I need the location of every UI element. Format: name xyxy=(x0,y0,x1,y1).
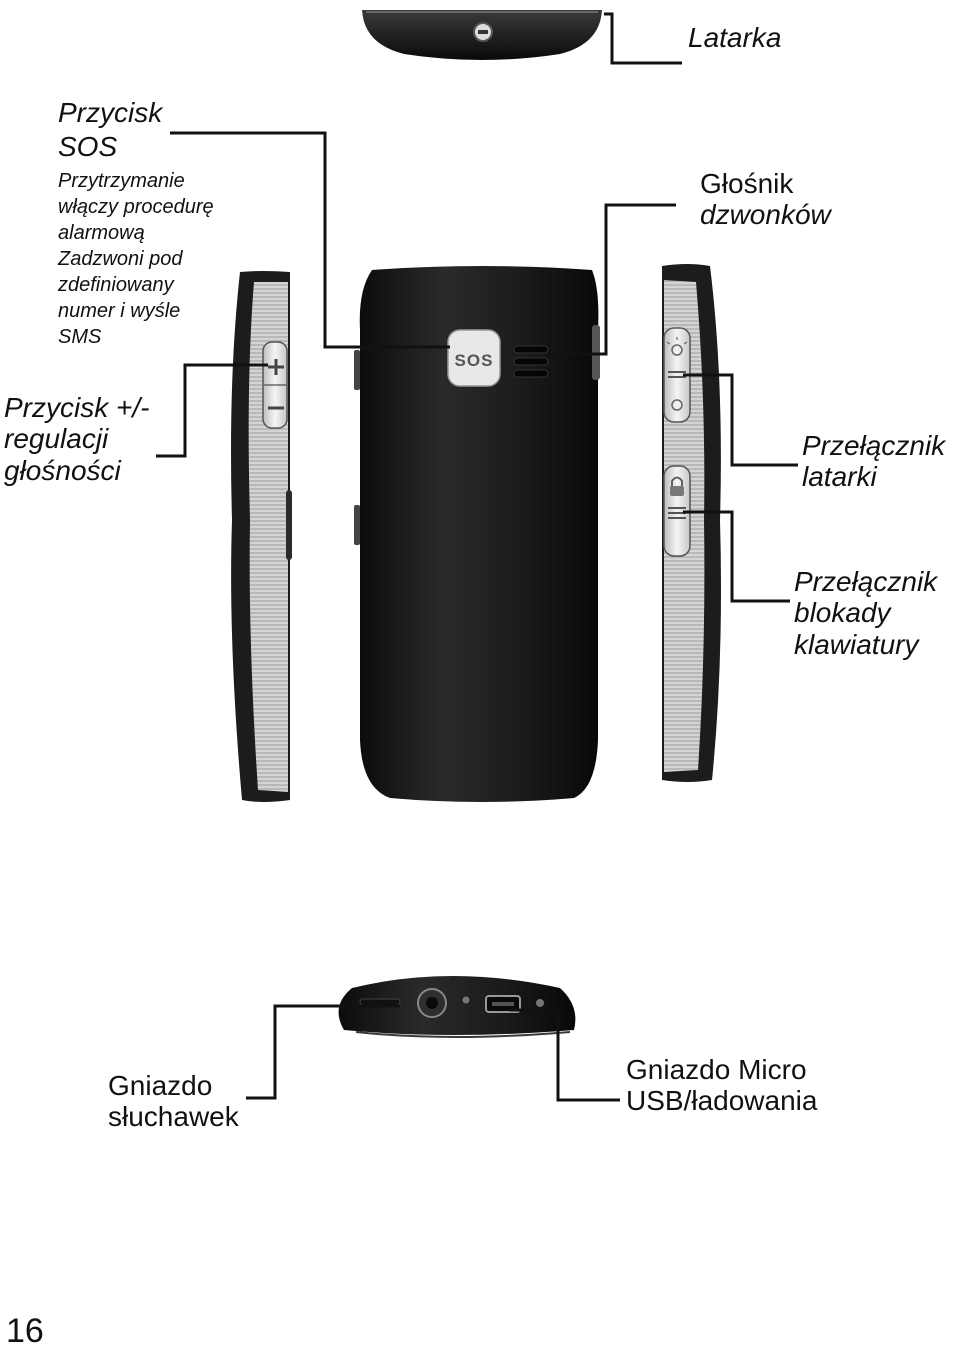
micro-usb-port-icon xyxy=(485,995,521,1013)
flashlight-switch-label: Przełącznik latarki xyxy=(802,430,946,493)
sos-button[interactable]: SOS xyxy=(447,329,501,387)
phone-right-side-view xyxy=(662,264,721,782)
keylock-switch[interactable] xyxy=(663,465,691,557)
phone-top-view xyxy=(362,10,602,60)
keylock-switch-label: Przełącznik blokady klawiatury xyxy=(794,566,938,660)
ringer-speaker-label: Głośnik dzwonków xyxy=(700,168,831,231)
volume-key-label: Przycisk +/- regulacji głośności xyxy=(4,392,150,486)
page-number: 16 xyxy=(6,1312,44,1350)
volume-key[interactable] xyxy=(262,341,288,429)
flashlight-switch[interactable] xyxy=(663,327,691,423)
lock-icon xyxy=(670,476,684,496)
flashlight-label: Latarka xyxy=(688,22,782,53)
headphone-jack-icon xyxy=(417,988,447,1018)
bulb-on-icon xyxy=(666,337,688,356)
bulb-off-icon xyxy=(671,399,683,411)
sos-button-title: Przycisk SOS xyxy=(58,97,163,162)
sos-button-label: SOS xyxy=(455,351,494,370)
sos-button-description: Przytrzymanie włączy procedurę alarmową … xyxy=(58,170,214,348)
leader-lines xyxy=(156,12,798,1102)
phone-bottom-view xyxy=(338,976,576,1038)
phone-back-view: SOS xyxy=(354,266,600,802)
headphone-jack-label: Gniazdo słuchawek xyxy=(108,1070,239,1133)
micro-usb-label: Gniazdo Micro USB/ładowania xyxy=(626,1054,818,1117)
speaker-grille xyxy=(513,345,549,378)
flashlight-lens-icon xyxy=(473,22,493,42)
phone-left-side-view xyxy=(231,271,292,802)
plus-icon xyxy=(268,359,284,375)
